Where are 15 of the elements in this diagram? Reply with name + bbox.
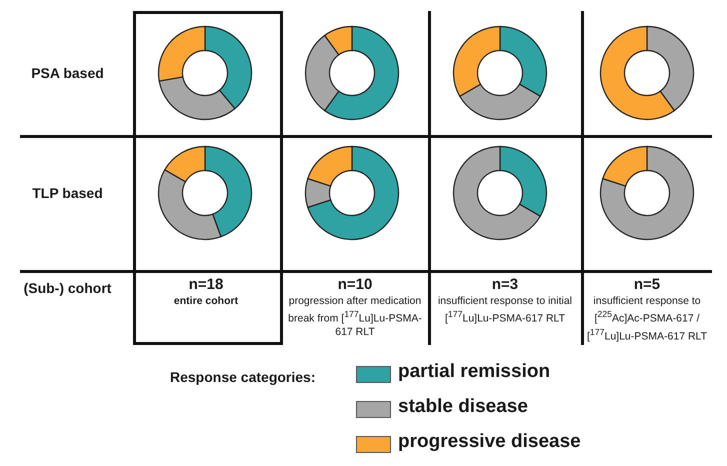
cohort-description: insufficient response to [$^{225}$Ac]Ac-PSMA-617 / [$^{177}$Lu]Lu-PSMA-617 RLT <box>586 295 708 343</box>
row-header: TLP based <box>31 185 104 201</box>
cohort-description: insufficient response to initial [$^{177}$Lu]Lu-PSMA-617 RLT <box>436 295 574 326</box>
legend-label: stable disease <box>398 396 528 418</box>
sample-size: n=5 <box>632 276 662 293</box>
sample-size: n=18 <box>188 276 224 293</box>
legend-label: partial remission <box>398 361 550 383</box>
legend-title: Response categories: <box>170 369 316 385</box>
row-header: (Sub-) cohort <box>22 280 112 296</box>
legend-label: progressive disease <box>398 431 581 453</box>
row-header: PSA based <box>30 65 105 81</box>
cohort-description: entire cohort <box>172 295 240 308</box>
cohort-description: progression after medication break from [$^{177}$Lu]Lu-PSMA-617 RLT <box>287 295 423 338</box>
sample-size: n=3 <box>490 276 520 293</box>
sample-size: n=10 <box>336 276 374 293</box>
